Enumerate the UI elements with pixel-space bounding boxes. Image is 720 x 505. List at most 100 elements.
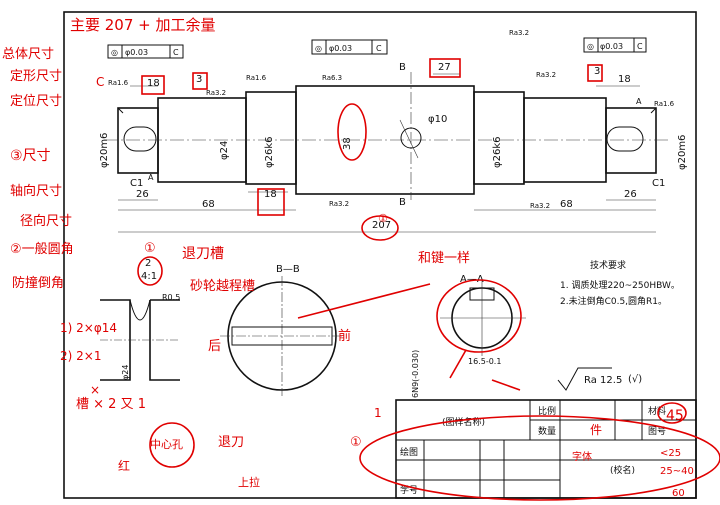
section-b-top: B [399,62,406,73]
section-a-right: A [636,97,642,106]
roughness-general-symbol [557,367,612,391]
drawing-no-label: 图号 [648,426,666,437]
key-depth: 16.5-0.1 [468,357,501,366]
hand-count: 件 [590,423,602,437]
detail-dia: φ24 [121,365,130,380]
dim-26-right: 26 [624,189,637,200]
dim-dia-20m6-right: φ20m6 [677,135,688,170]
chamfer-c1-left: C1 [130,178,143,189]
quantity-label: 数量 [538,425,556,437]
roughness-ra32-a: Ra3.2 [206,89,226,97]
hand-a5: 轴向尺寸 [10,183,62,199]
dim-hole-10: φ10 [428,114,447,125]
dim-26-left: 26 [136,189,149,200]
hand-q3: 槽 × 2 又 1 [76,397,146,412]
dim-18-left: 18 [147,78,160,89]
roughness-ra63: Ra6.3 [322,74,342,82]
dim-68-left: 68 [202,199,215,210]
detail-undercut-view [100,299,180,381]
hand-size-3: 60 [672,488,685,499]
dim-dia-26k6-left: φ26k6 [264,137,275,168]
tolerance-frame-3: ◎ φ0.03 C [583,37,647,53]
tech-req-2: 2.未注倒角C0.5,圆角R1。 [560,295,667,307]
section-bb-label: B—B [276,264,300,275]
tolerance-frame-1: ◎ φ0.03 C [107,44,184,59]
hand-undercut: 退刀槽 [182,246,224,262]
dim-dia-20m6-left: φ20m6 [99,133,110,168]
section-aa-label: A—A [460,274,484,285]
tolerance-frame-2: ◎ φ0.03 C [311,39,388,55]
svg-text:φ0.03: φ0.03 [125,48,148,57]
dim-dia-24: φ24 [219,141,230,160]
tech-req-title: 技术要求 [590,259,626,271]
section-a-left: A [148,173,154,182]
key-width: 6N9(-0.030) [411,350,420,398]
hand-size-2: 25~40 [660,466,694,477]
svg-text:◎: ◎ [587,42,594,51]
svg-text:φ0.03: φ0.03 [329,44,352,53]
hand-circle-1c: ① [378,212,388,225]
roughness-general: Ra 12.5 [584,375,622,386]
drawer-label: 绘图 [400,446,418,458]
hand-a2: 定形尺寸 [10,69,62,84]
red-handwriting: 总体尺寸 定形尺寸 定位尺寸 ③尺寸 轴向尺寸 径向尺寸 ②一般圆角 防撞倒角 … [2,16,720,501]
dim-18-mid: 18 [264,189,277,200]
hand-undercut2: 退刀 [218,435,244,450]
dim-38: 38 [342,137,353,150]
hand-same-note: 和键一样 [418,251,470,266]
dim-27: 27 [438,62,451,73]
hand-back: 后 [208,339,221,354]
hand-a3: 定位尺寸 [10,94,62,109]
svg-text:◎: ◎ [111,48,118,57]
dim-207: 207 [372,220,391,231]
hand-q2: 2) 2×1 [60,349,101,363]
hand-a4: ③尺寸 [10,148,51,164]
hand-size-1: <25 [660,448,681,459]
detail-id: 2 [145,258,151,269]
school-name: (校名) [610,464,635,476]
hand-a6: 径向尺寸 [20,213,72,229]
detail-r: R0.5 [162,293,180,302]
roughness-ra16-b: Ra1.6 [246,74,267,82]
scale-label: 比例 [538,405,556,417]
title-block [395,399,697,499]
hand-center-hole: 中心孔 [150,438,183,451]
hand-font-note: 字体 [572,450,592,463]
hand-q1: 1) 2×φ14 [60,321,117,335]
hand-a7: ②一般圆角 [10,241,74,257]
dim-dia-26k6-right: φ26k6 [492,137,503,168]
hand-material-45: 45 [666,408,684,424]
dim-68-right: 68 [560,199,573,210]
svg-text:C: C [637,42,643,51]
hand-a8: 防撞倒角 [12,275,64,291]
roughness-ra16-c: Ra1.6 [654,100,675,108]
chamfer-c1-right: C1 [652,178,665,189]
hand-circle-1: ① [350,435,362,450]
hand-top-note: 主要 207 + 加工余量 [70,16,216,34]
tech-req-1: 1. 调质处理220~250HBW。 [560,279,680,291]
roughness-general-suffix: (√) [628,374,642,385]
hand-circle-1b: ① [144,241,156,256]
hand-red-mark: 红 [118,458,130,473]
hand-x: × [90,383,100,397]
svg-text:φ0.03: φ0.03 [600,42,623,51]
svg-text:C: C [376,44,382,53]
roughness-ra32-d: Ra3.2 [329,200,349,208]
hand-front: 前 [338,328,351,344]
hand-ratio: 1 [374,406,382,420]
shaft-main-view [104,72,668,200]
dim-18-right: 18 [618,74,631,85]
dim-3-right: 3 [594,66,600,77]
roughness-ra32-b: Ra3.2 [509,29,529,37]
roughness-ra16-a: Ra1.6 [108,79,129,87]
roughness-ra32-c: Ra3.2 [536,71,556,79]
hand-small-n: 上拉 [238,475,260,489]
hand-a1: 总体尺寸 [2,47,54,62]
section-aa-view [440,280,526,356]
material-label: 材料 [648,405,666,417]
section-bb-view [220,276,344,396]
svg-text:C: C [173,48,179,57]
hand-wheel-undercut: 砂轮越程槽 [190,279,255,294]
hand-base-c: C [96,75,104,89]
